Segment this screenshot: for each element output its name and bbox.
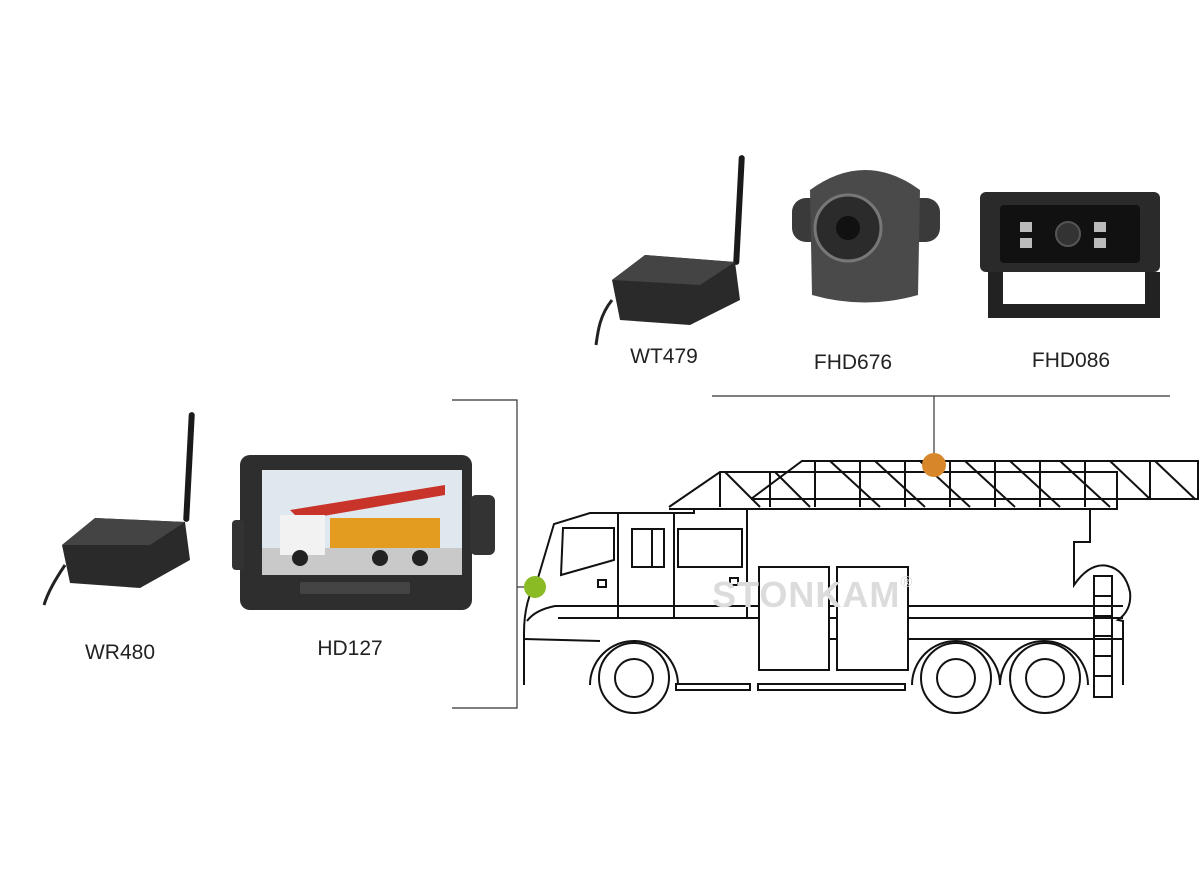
monitor-position-dot <box>524 576 546 598</box>
wr480-receiver-image <box>42 412 195 606</box>
truck-wheels <box>589 640 1089 714</box>
wr480-label: WR480 <box>84 641 156 664</box>
rear-wheel-1 <box>920 642 992 714</box>
wt479-label: WT479 <box>630 345 698 368</box>
fhd676-camera-image <box>792 170 940 303</box>
front-wheel <box>598 642 670 714</box>
rear-wheel-2 <box>1009 642 1081 714</box>
fhd086-label: FHD086 <box>1031 349 1111 372</box>
fhd676-label: FHD676 <box>813 351 893 374</box>
stonkam-watermark: STONKAM® <box>712 574 913 616</box>
camera-connector-line <box>712 395 1170 456</box>
wt479-transmitter-image <box>594 155 745 346</box>
fire-truck-outline <box>523 508 1132 698</box>
aerial-ladder <box>668 460 1199 510</box>
registered-mark: ® <box>900 574 914 591</box>
camera-position-dot <box>922 453 946 477</box>
watermark-text: STONKAM <box>712 574 901 615</box>
fhd086-camera-image <box>980 192 1160 318</box>
hd127-label: HD127 <box>317 637 383 660</box>
hd127-monitor-image <box>232 455 495 610</box>
